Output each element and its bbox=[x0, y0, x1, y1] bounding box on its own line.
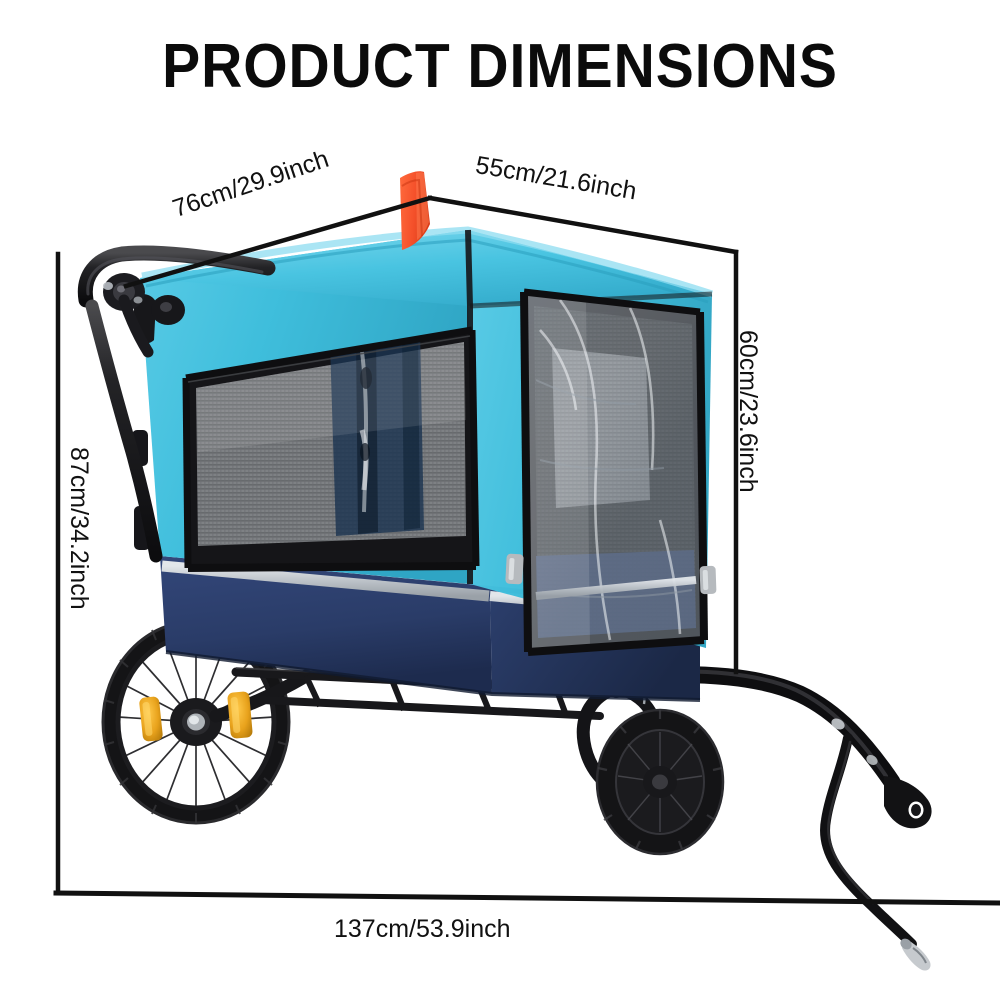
canopy-buckle bbox=[505, 553, 717, 595]
trailer-cabin bbox=[132, 226, 717, 702]
page-title: PRODUCT DIMENSIONS bbox=[162, 32, 838, 101]
wheel-reflector bbox=[139, 691, 253, 742]
dimension-label-length-bottom: 137cm/53.9inch bbox=[334, 915, 511, 943]
dimension-label-height-right: 60cm/23.6inch bbox=[734, 330, 762, 493]
safety-strap bbox=[820, 733, 931, 971]
dimension-label-height-left: 87cm/34.2inch bbox=[65, 447, 93, 610]
rear-rain-cover bbox=[520, 288, 708, 656]
side-mesh-window bbox=[182, 326, 480, 572]
